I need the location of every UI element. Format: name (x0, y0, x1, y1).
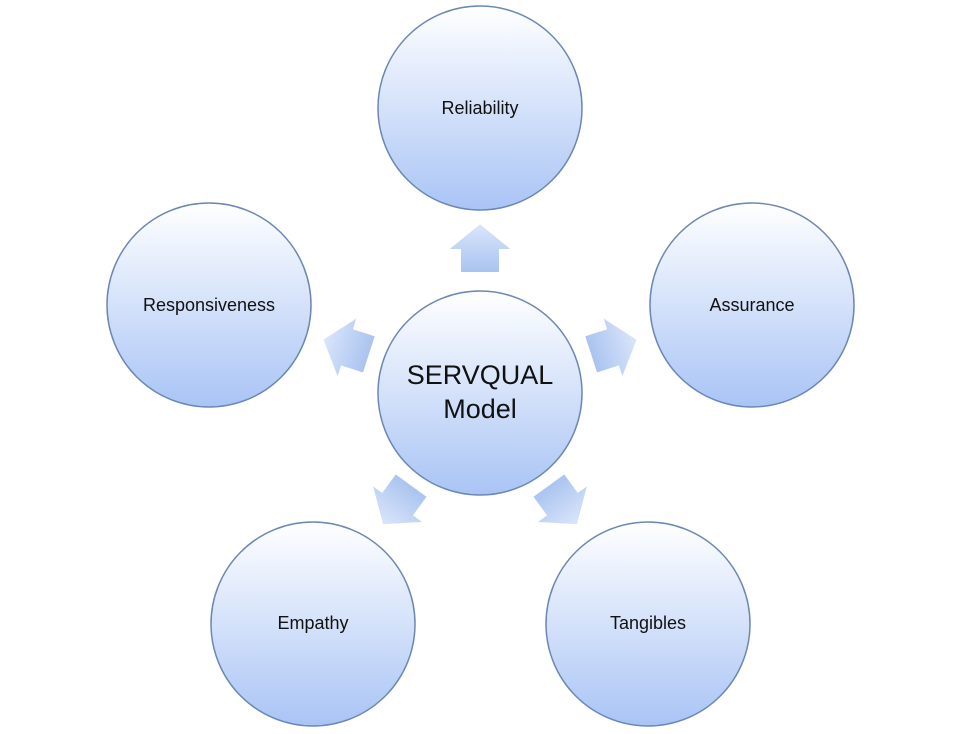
node-label-empathy: Empathy (277, 613, 348, 633)
arrow-to-responsiveness (320, 313, 378, 382)
node-assurance: Assurance (649, 202, 855, 408)
node-label-assurance: Assurance (709, 295, 794, 315)
node-label-responsiveness: Responsiveness (143, 295, 275, 315)
arrow-to-assurance (582, 313, 640, 382)
arrow-to-reliability (444, 221, 516, 274)
node-empathy: Empathy (210, 521, 416, 727)
node-tangibles: Tangibles (545, 521, 751, 727)
center-node: SERVQUAL Model (377, 290, 583, 496)
node-label-reliability: Reliability (441, 98, 518, 118)
arrow-to-tangibles (530, 471, 591, 527)
node-responsiveness: Responsiveness (106, 202, 312, 408)
node-reliability: Reliability (377, 5, 583, 211)
node-label-tangibles: Tangibles (610, 613, 686, 633)
arrow-to-empathy (369, 471, 430, 527)
center-label-line1: SERVQUAL (407, 360, 554, 390)
center-label-line2: Model (443, 394, 517, 424)
